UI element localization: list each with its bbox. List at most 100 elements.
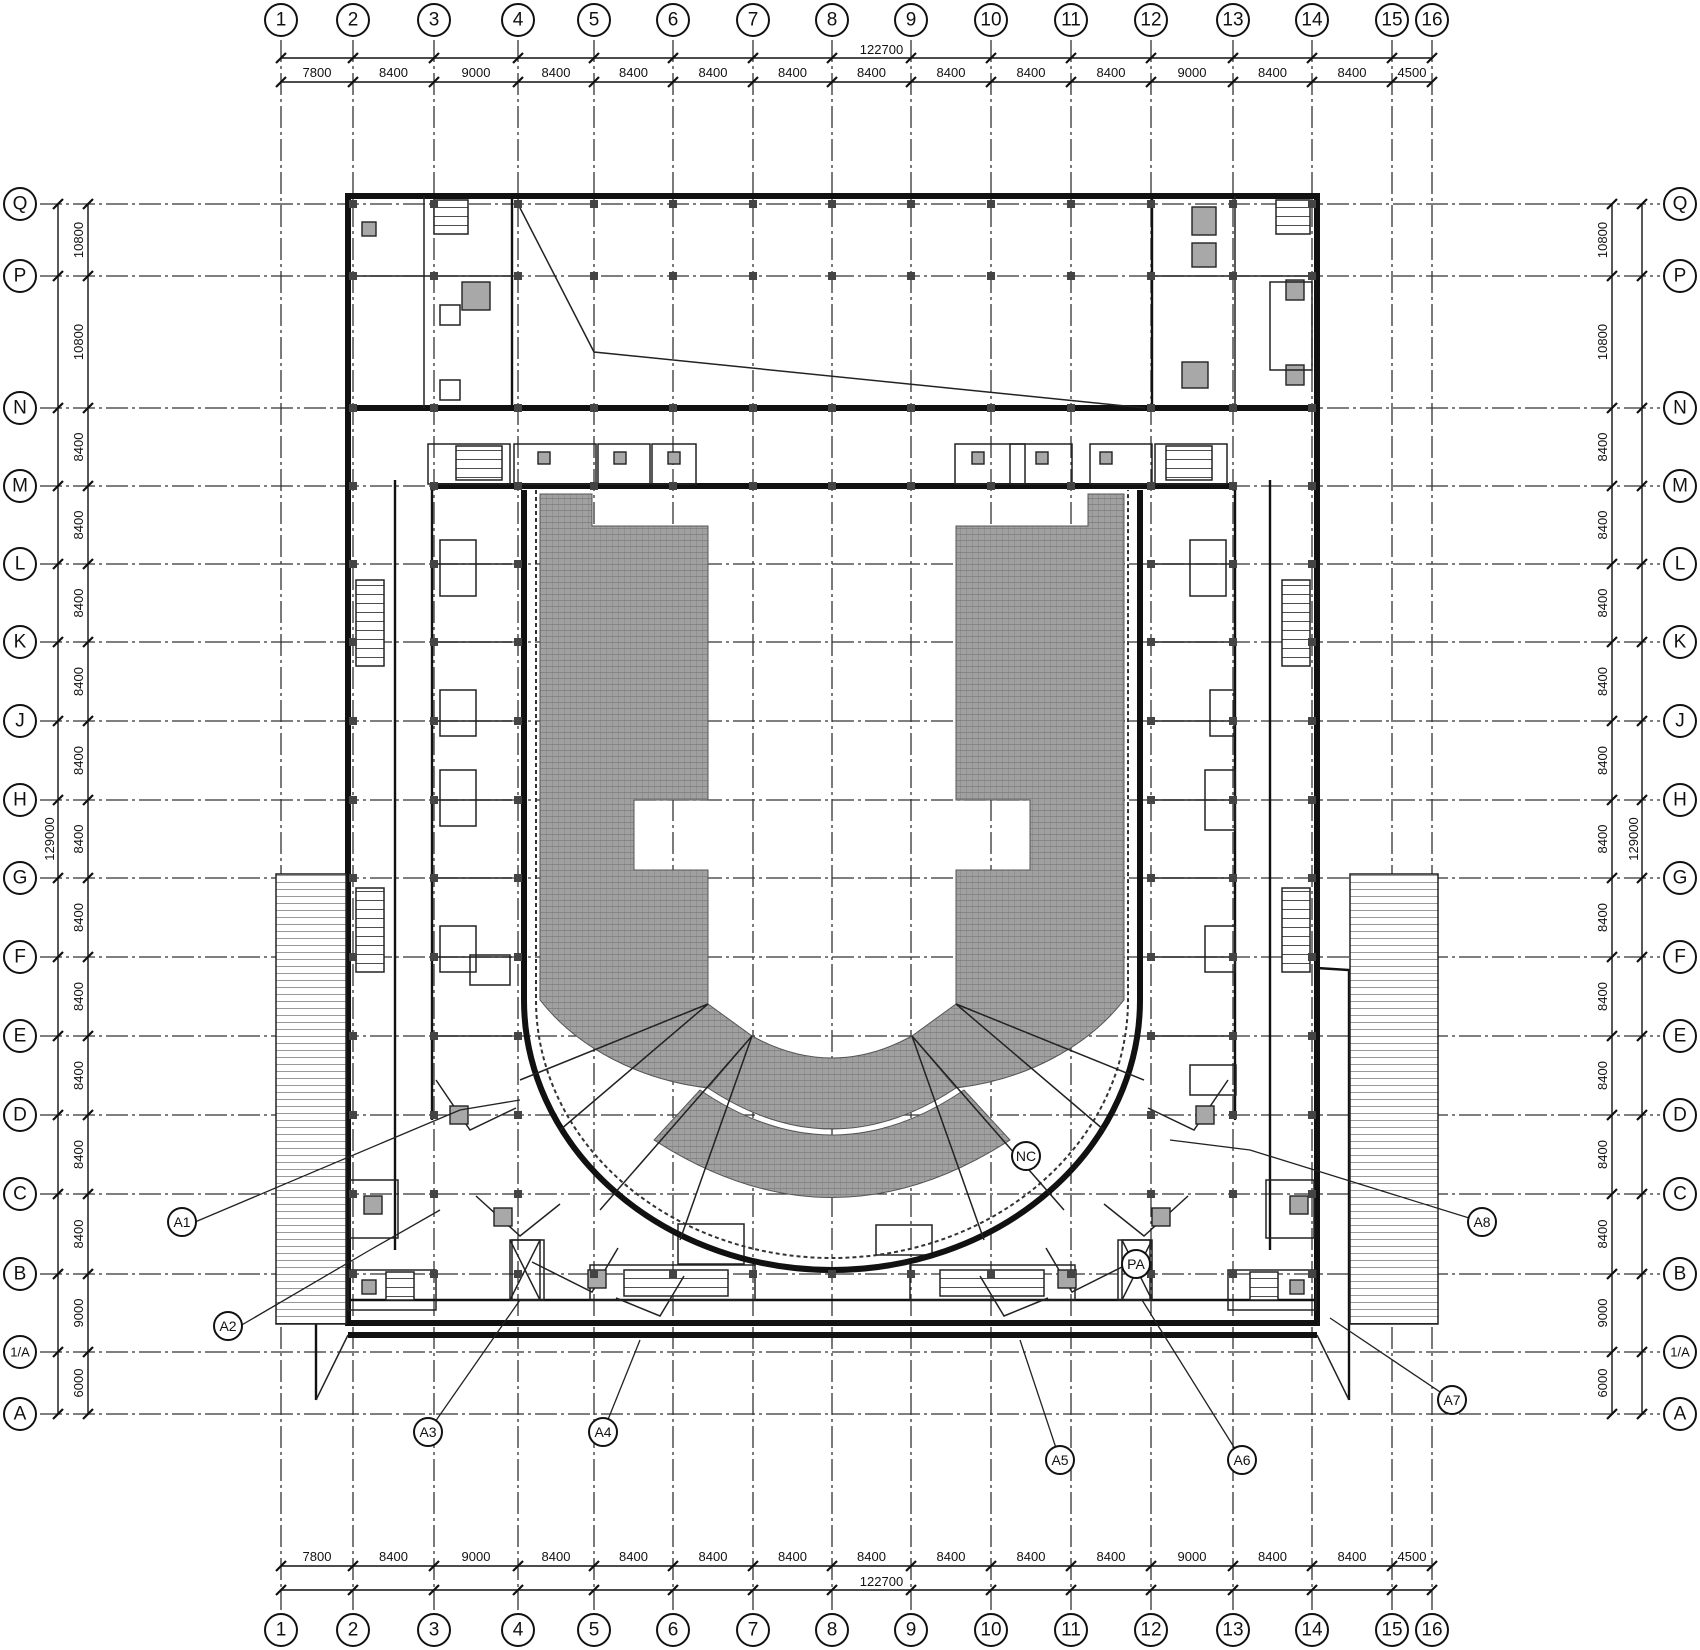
grid-label-row-P: P xyxy=(14,266,27,287)
dim-tick xyxy=(588,52,600,64)
structural-column xyxy=(1308,874,1316,882)
dim-spacing-row-14: 9000 xyxy=(71,1299,86,1328)
grid-bubble-row-D-right xyxy=(1663,1098,1697,1132)
grid-bubble-col-6-top xyxy=(656,3,690,37)
dim-tick xyxy=(1636,1030,1648,1042)
structural-column xyxy=(430,560,438,568)
structural-column xyxy=(1147,717,1155,725)
dim-tick xyxy=(52,794,64,806)
structural-column xyxy=(349,404,357,412)
structural-column xyxy=(514,200,522,208)
grid-label-row-D: D xyxy=(1673,1105,1687,1126)
dim-tick xyxy=(1227,76,1239,88)
dim-tick xyxy=(52,558,64,570)
grid-label-row-E: E xyxy=(1674,1026,1687,1047)
grid-label-col-4: 4 xyxy=(513,10,524,31)
dim-spacing-row-13: 8400 xyxy=(71,1220,86,1249)
stair-left-2 xyxy=(355,887,385,973)
grid-bubble-col-1-bottom xyxy=(264,1613,298,1647)
dim-tick xyxy=(512,1584,524,1596)
structural-column xyxy=(349,482,357,490)
structural-column xyxy=(1067,404,1075,412)
dim-tick xyxy=(1606,1408,1618,1420)
dim-spacing-col-5: 8400 xyxy=(619,1549,648,1564)
dim-spacing-col-15: 4500 xyxy=(1398,65,1427,80)
dim-tick xyxy=(1606,1268,1618,1280)
dim-tick xyxy=(1606,794,1618,806)
dim-spacing-col-4: 8400 xyxy=(542,65,571,80)
structural-column xyxy=(514,404,522,412)
dim-tick xyxy=(588,1584,600,1596)
dim-tick xyxy=(428,1584,440,1596)
dim-spacing-row-11: 8400 xyxy=(71,1061,86,1090)
structural-column xyxy=(1308,1111,1316,1119)
auditorium-inner-rail xyxy=(535,490,1129,1259)
structural-column xyxy=(1308,200,1316,208)
grid-lines xyxy=(40,40,1660,1610)
dim-tick xyxy=(1636,951,1648,963)
grid-label-col-1: 1 xyxy=(276,1620,287,1641)
grid-bubble-row-F-right xyxy=(1663,940,1697,974)
dim-spacing-col-6: 8400 xyxy=(699,65,728,80)
dim-spacing-row-6: 8400 xyxy=(71,667,86,696)
grid-bubble-col-8-top xyxy=(815,3,849,37)
grid-label-col-16: 16 xyxy=(1421,10,1442,31)
grid-label-col-11: 11 xyxy=(1061,10,1081,31)
right-plaza-edge xyxy=(1316,1334,1350,1401)
dim-spacing-row-12: 8400 xyxy=(71,1140,86,1169)
dim-tick xyxy=(1386,76,1398,88)
dim-tick xyxy=(82,1346,94,1358)
grid-label-row-E: E xyxy=(14,1026,27,1047)
dim-spacing-col-10: 8400 xyxy=(1017,65,1046,80)
structural-column xyxy=(514,1111,522,1119)
grid-bubble-row-L-right xyxy=(1663,547,1697,581)
grid-bubble-row-Q-right xyxy=(1663,187,1697,221)
structural-column xyxy=(514,272,522,280)
dim-spacing-col-12: 9000 xyxy=(1178,1549,1207,1564)
structural-column xyxy=(1308,1190,1316,1198)
dim-spacing-row-8: 8400 xyxy=(71,825,86,854)
dim-tick xyxy=(512,76,524,88)
structural-column xyxy=(590,200,598,208)
dim-tick xyxy=(52,1268,64,1280)
dim-tick xyxy=(985,52,997,64)
callout-label-a1: A1 xyxy=(173,1214,190,1230)
dim-tick xyxy=(275,76,287,88)
grid-bubble-col-12-bottom xyxy=(1134,1613,1168,1647)
structural-column xyxy=(514,638,522,646)
grid-label-col-15: 15 xyxy=(1381,1620,1402,1641)
dim-tick xyxy=(1606,480,1618,492)
dim-spacing-col-13: 8400 xyxy=(1258,65,1287,80)
structural-column xyxy=(669,482,677,490)
grid-bubble-col-4-top xyxy=(501,3,535,37)
stair-right-1 xyxy=(1281,579,1311,667)
structural-column xyxy=(749,1270,757,1278)
dim-tick xyxy=(347,76,359,88)
structural-column xyxy=(828,404,836,412)
structural-column xyxy=(1308,272,1316,280)
side-rooms xyxy=(347,196,1317,1311)
grid-bubble-col-8-bottom xyxy=(815,1613,849,1647)
grid-bubble-row-A-left xyxy=(3,1397,37,1431)
structural-column xyxy=(1147,1032,1155,1040)
dim-tick xyxy=(1606,1346,1618,1358)
grid-label-col-12: 12 xyxy=(1140,1620,1161,1641)
grid-bubble-row-P-right xyxy=(1663,259,1697,293)
stair-lobby-corner-right xyxy=(1249,1271,1279,1301)
structural-column xyxy=(907,404,915,412)
grid-bubble-col-3-top xyxy=(417,3,451,37)
dim-tick xyxy=(82,480,94,492)
dim-tick xyxy=(905,1584,917,1596)
structural-column xyxy=(1067,482,1075,490)
right-ramp-edge xyxy=(1316,966,1351,1400)
dim-spacing-row-2: 10800 xyxy=(1595,324,1610,360)
structural-column xyxy=(1308,404,1316,412)
grid-bubble-row-L-left xyxy=(3,547,37,581)
structural-column xyxy=(669,404,677,412)
dim-tick xyxy=(52,872,64,884)
grid-label-col-6: 6 xyxy=(668,10,679,31)
structural-column xyxy=(514,1190,522,1198)
dim-tick xyxy=(1227,52,1239,64)
dim-tick xyxy=(1606,198,1618,210)
